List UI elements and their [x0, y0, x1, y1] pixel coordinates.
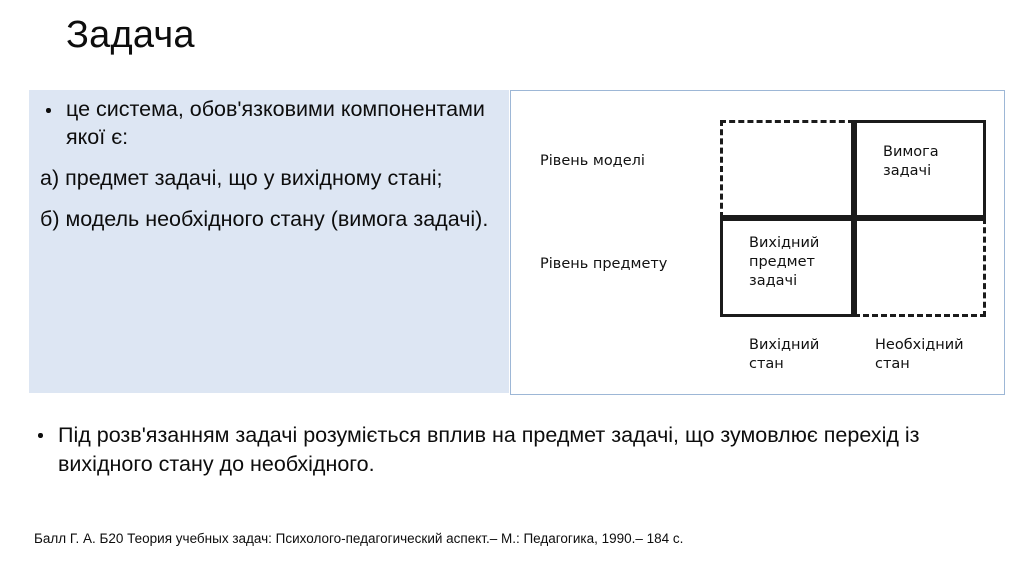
- bullet-dot-icon: [46, 108, 51, 113]
- bullet-dot-icon: [38, 433, 43, 438]
- left-content-inner: це система, обов'язковими компонентами я…: [37, 96, 499, 234]
- definition-text: це система, обов'язковими компонентами я…: [66, 97, 485, 149]
- source-citation: Балл Г. А. Б20 Теория учебных задач: Пси…: [34, 531, 684, 546]
- row-label-model-level: Рівень моделі: [540, 153, 645, 169]
- grid-cell-top-left: [720, 120, 854, 218]
- component-a-text: а) предмет задачі, що у вихідному стані;: [40, 165, 443, 190]
- list-item: це система, обов'язковими компонентами я…: [37, 96, 499, 152]
- bottom-paragraph: Під розв'язанням задачі розуміється впли…: [29, 421, 989, 478]
- component-b-text: б) модель необхідного стану (вимога зада…: [40, 206, 489, 231]
- grid-cell-bottom-right: [854, 218, 986, 317]
- page-title: Задача: [66, 14, 195, 56]
- left-content-panel: це система, обов'язковими компонентами я…: [29, 90, 509, 393]
- row-label-object-level: Рівень предмету: [540, 256, 668, 272]
- bottom-paragraph-text: Під розв'язанням задачі розуміється впли…: [58, 423, 920, 476]
